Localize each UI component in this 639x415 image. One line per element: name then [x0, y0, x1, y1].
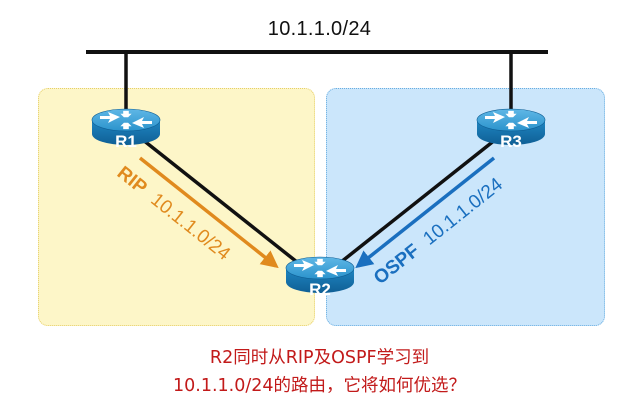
router-r2-label: R2 — [309, 280, 331, 299]
ospf-route-label: OSPF 10.1.1.0/24 — [370, 174, 507, 289]
r3-r2-link — [334, 134, 502, 268]
router-r3: R3 — [476, 108, 546, 151]
ospf-prefix-label: 10.1.1.0/24 — [419, 174, 507, 250]
question-caption-line-2: 10.1.1.0/24的路由，它将如何优选？ — [172, 376, 467, 396]
router-r2: R2 — [285, 256, 355, 299]
router-r1-label: R1 — [115, 132, 137, 151]
question-caption-line-1: R2同时从RIP及OSPF学习到 — [209, 348, 430, 368]
router-r1: R1 — [91, 108, 161, 151]
ospf-domain-region — [326, 88, 605, 326]
rip-advertisement-arrow — [138, 156, 279, 269]
rip-route-label: RIP 10.1.1.0/24 — [113, 162, 234, 265]
rip-domain-region — [38, 88, 315, 326]
lan-segment-label: 10.1.1.0/24 — [267, 18, 372, 40]
ospf-advertisement-arrow — [355, 156, 496, 269]
ospf-protocol-label: OSPF — [370, 240, 424, 289]
rip-protocol-label: RIP — [113, 162, 151, 198]
router-r3-label: R3 — [500, 132, 522, 151]
r1-r2-link — [136, 134, 304, 268]
